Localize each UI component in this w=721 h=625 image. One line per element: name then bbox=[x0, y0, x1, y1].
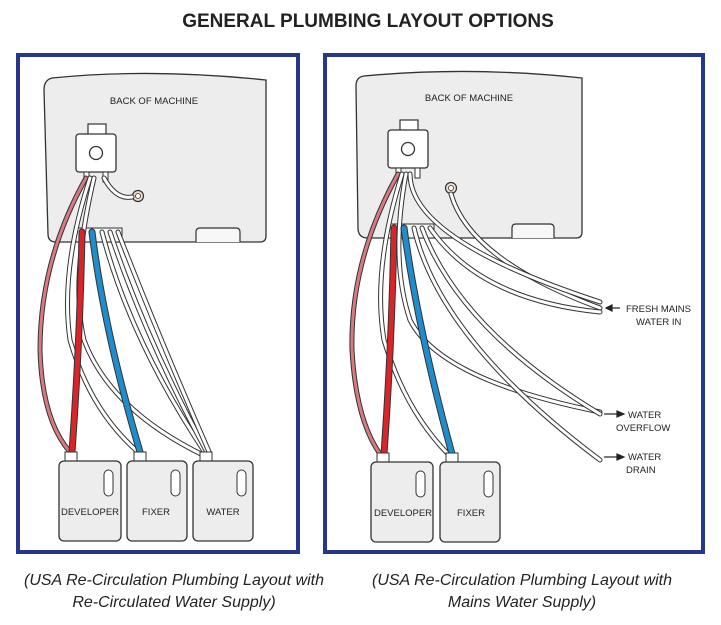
tank-label-developer: DEVELOPER bbox=[374, 508, 432, 519]
right-caption-line2: Mains Water Supply) bbox=[447, 594, 597, 611]
page-title: GENERAL PLUMBING LAYOUT OPTIONS bbox=[182, 11, 554, 32]
left-tubes bbox=[37, 175, 213, 459]
right-caption: (USA Re-Circulation Plumbing Layout with… bbox=[352, 570, 692, 614]
right-panel-frame bbox=[323, 53, 705, 554]
arrow-left-icon bbox=[604, 304, 613, 312]
fresh-mains-label: FRESH MAINS bbox=[626, 304, 691, 315]
right-annotation-arrows bbox=[604, 304, 626, 461]
arrow-right-icon bbox=[616, 410, 626, 418]
right-valve-port-icon bbox=[400, 141, 416, 157]
left-machine-back bbox=[43, 72, 267, 243]
fresh-mains-label-2: WATER IN bbox=[636, 317, 682, 328]
left-caption-line2: Re-Circulated Water Supply) bbox=[72, 594, 276, 611]
right-fitting-center bbox=[448, 185, 454, 191]
left-caption-line1: (USA Re-Circulation Plumbing Layout with bbox=[24, 572, 324, 589]
tank-label-fixer: FIXER bbox=[142, 507, 170, 518]
left-fitting-center bbox=[135, 193, 141, 199]
tank-handle bbox=[170, 469, 181, 497]
left-machine-slot bbox=[195, 227, 241, 242]
left-valve-port-icon bbox=[88, 145, 104, 161]
right-machine-back bbox=[355, 70, 583, 239]
right-tank-developer: DEVELOPER bbox=[370, 452, 434, 543]
right-caption-line1: (USA Re-Circulation Plumbing Layout with bbox=[372, 572, 672, 589]
tank-label-fixer: FIXER bbox=[457, 508, 485, 519]
left-panel: BACK OF MACHINE bbox=[16, 53, 300, 554]
right-panel: BACK OF MACHINE bbox=[323, 53, 705, 554]
tank-label-water: WATER bbox=[206, 507, 239, 518]
tank-handle bbox=[236, 469, 247, 497]
left-tank-developer: DEVELOPER bbox=[58, 451, 122, 542]
water-drain-label: WATER bbox=[628, 452, 661, 463]
water-drain-label-2: DRAIN bbox=[626, 465, 656, 476]
water-overflow-label: WATER bbox=[628, 410, 661, 421]
right-machine-label: BACK OF MACHINE bbox=[425, 93, 513, 104]
left-machine-label: BACK OF MACHINE bbox=[110, 96, 198, 107]
left-tank-fixer: FIXER bbox=[126, 451, 188, 542]
water-overflow-label-2: OVERFLOW bbox=[616, 423, 670, 434]
right-valve-nozzle-2 bbox=[414, 167, 421, 179]
left-tank-water: WATER bbox=[192, 451, 254, 542]
arrow-right-icon bbox=[616, 453, 626, 461]
tank-handle bbox=[483, 470, 494, 498]
right-tubes bbox=[349, 171, 603, 463]
left-panel-frame bbox=[16, 53, 300, 554]
tank-handle bbox=[415, 470, 426, 498]
tank-handle bbox=[103, 469, 114, 497]
tank-label-developer: DEVELOPER bbox=[61, 507, 119, 518]
right-machine-slot bbox=[511, 223, 555, 238]
left-caption: (USA Re-Circulation Plumbing Layout with… bbox=[4, 570, 344, 614]
right-tank-fixer: FIXER bbox=[439, 452, 501, 543]
